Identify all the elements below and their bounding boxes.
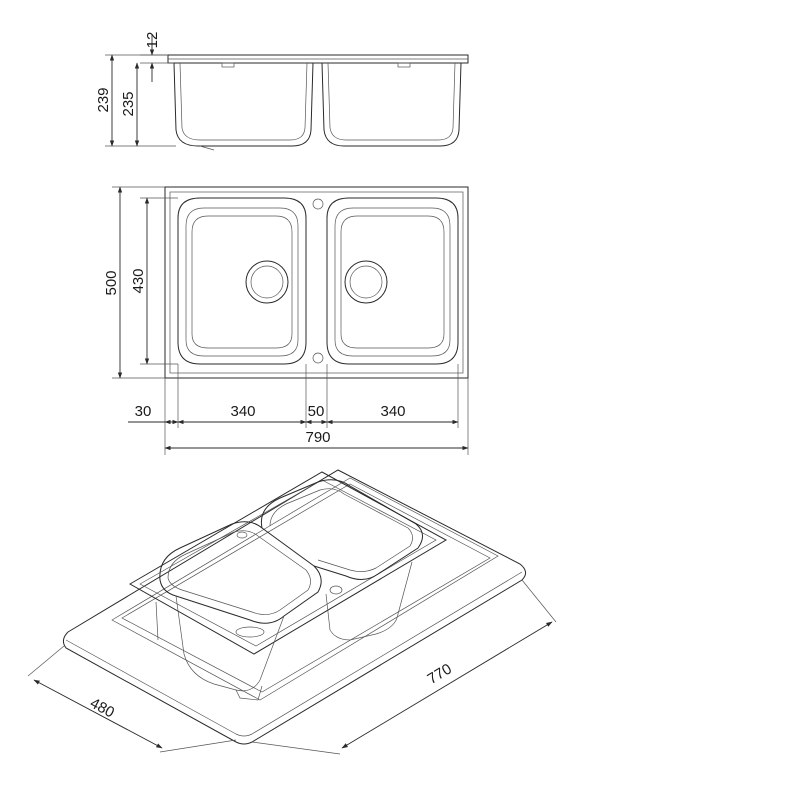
dim-bowl-depth: 235 bbox=[120, 91, 137, 116]
iso-overflow-icon bbox=[329, 585, 343, 595]
tap-hole-icon bbox=[312, 198, 324, 210]
dim-overall-depth: 500 bbox=[103, 270, 120, 295]
left-drain-icon bbox=[245, 260, 289, 304]
top-view: 500 430 30 340 50 340 790 bbox=[103, 186, 469, 455]
dim-center-gap: 50 bbox=[308, 403, 325, 420]
dim-cutout-width: 770 bbox=[425, 660, 455, 687]
isometric-view: 480 770 bbox=[27, 469, 557, 755]
side-right-bowl bbox=[321, 62, 462, 147]
dim-right-bowl-width: 340 bbox=[380, 403, 405, 420]
overflow-hole-icon bbox=[312, 352, 324, 364]
countertop bbox=[62, 469, 526, 745]
dim-bowl-length: 430 bbox=[130, 268, 147, 293]
top-rim-outline bbox=[164, 186, 469, 379]
countertop-cutout bbox=[111, 477, 499, 701]
dim-rim-thickness: 12 bbox=[144, 32, 161, 49]
iso-right-bowl bbox=[260, 479, 423, 580]
dim-left-bowl-width: 340 bbox=[230, 403, 255, 420]
iso-sink-rim bbox=[128, 471, 448, 655]
side-left-bowl bbox=[173, 62, 314, 147]
side-view: 12 239 235 bbox=[95, 32, 469, 151]
dim-side-margin: 30 bbox=[135, 403, 152, 420]
right-drain-icon bbox=[344, 260, 388, 304]
dim-total-height: 239 bbox=[95, 87, 112, 112]
top-right-bowl bbox=[326, 197, 459, 365]
iso-left-bowl bbox=[159, 521, 322, 624]
dim-cutout-depth: 480 bbox=[87, 695, 117, 722]
dim-overall-width: 790 bbox=[305, 429, 330, 446]
iso-left-drain-icon bbox=[235, 626, 265, 638]
iso-tap-hole-icon bbox=[236, 531, 248, 539]
top-left-bowl bbox=[177, 197, 307, 365]
